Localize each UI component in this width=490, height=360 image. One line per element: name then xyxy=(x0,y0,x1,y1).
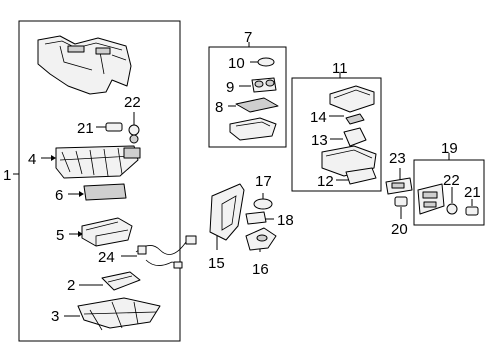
callout-16: 16 xyxy=(252,261,269,278)
pad-part-14 xyxy=(345,113,365,125)
callout-20: 20 xyxy=(391,221,408,238)
callout-6: 6 xyxy=(55,187,63,204)
hinge-part-12 xyxy=(345,167,377,185)
callout-19: 19 xyxy=(441,140,458,157)
base-frame-part xyxy=(77,297,161,331)
cap-part-17 xyxy=(253,198,273,210)
plug-part-21 xyxy=(105,122,123,132)
callout-7: 7 xyxy=(244,29,252,46)
clip-part-18 xyxy=(245,211,267,225)
group-7-frame xyxy=(208,46,287,148)
bracket-part-2 xyxy=(101,271,141,291)
callout-3: 3 xyxy=(51,308,59,325)
latch-part-13 xyxy=(343,127,367,147)
lid-base-part xyxy=(321,145,377,177)
group-11-frame xyxy=(291,77,382,192)
callout-10: 10 xyxy=(228,55,245,72)
switch-part-23 xyxy=(385,177,413,195)
callout-1: 1 xyxy=(3,167,11,184)
cover-part-10 xyxy=(257,57,275,67)
trim-panel-part-15 xyxy=(209,183,245,241)
callout-21-group-19: 21 xyxy=(464,184,481,201)
callout-4: 4 xyxy=(28,151,36,168)
tray-part-5 xyxy=(81,217,133,247)
faceplate-part xyxy=(417,183,445,215)
leader-lines xyxy=(13,42,473,317)
callout-8: 8 xyxy=(215,99,223,116)
callout-21: 21 xyxy=(77,120,94,137)
plug-part-20 xyxy=(394,196,408,207)
wiring-harness-part xyxy=(135,235,197,269)
callout-18: 18 xyxy=(277,212,294,229)
callout-17: 17 xyxy=(255,173,272,190)
lower-housing-part xyxy=(55,145,141,179)
callout-13: 13 xyxy=(311,132,328,149)
plug-part-21-group-19 xyxy=(465,206,479,216)
callout-22-group-19: 22 xyxy=(443,172,460,189)
mat-part-8 xyxy=(235,97,279,113)
callout-2: 2 xyxy=(67,277,75,294)
callout-15: 15 xyxy=(208,255,225,272)
cup-holder-part-9 xyxy=(251,77,277,93)
lid-part xyxy=(329,85,375,113)
callout-23: 23 xyxy=(389,150,406,167)
clip-part-22-group-19 xyxy=(446,203,458,215)
callout-5: 5 xyxy=(56,227,64,244)
console-body-part xyxy=(37,35,132,95)
bin-part xyxy=(229,117,277,141)
callout-14: 14 xyxy=(310,109,327,126)
callout-24: 24 xyxy=(98,249,115,266)
bezel-part-16 xyxy=(245,227,277,251)
callout-9: 9 xyxy=(226,79,234,96)
main-assembly-frame xyxy=(18,20,181,342)
callout-12: 12 xyxy=(317,173,334,190)
pad-part-6 xyxy=(83,183,127,201)
clip-part-22 xyxy=(128,124,140,144)
callout-11: 11 xyxy=(332,60,348,77)
callout-22: 22 xyxy=(124,94,141,111)
